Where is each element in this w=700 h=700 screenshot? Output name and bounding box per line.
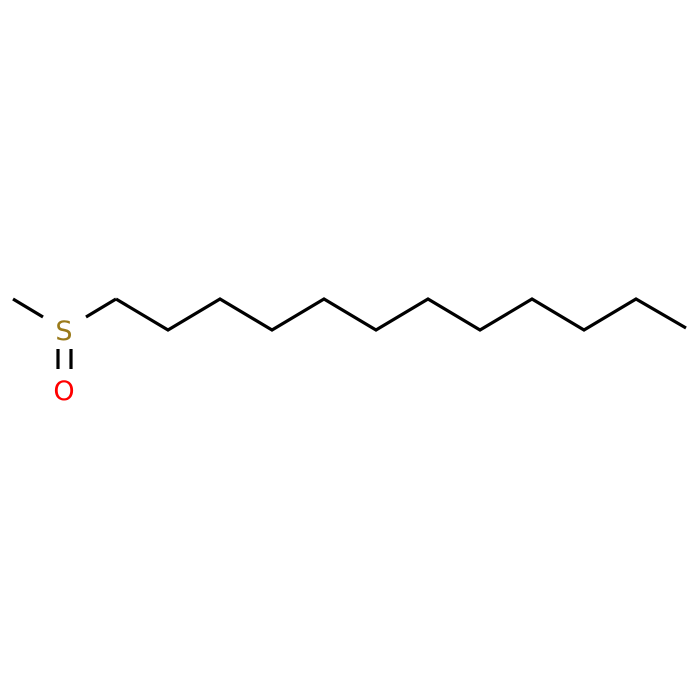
methyl-bond bbox=[12, 297, 44, 319]
alkyl-chain bbox=[115, 297, 687, 332]
sulfur-atom-label: S bbox=[55, 316, 72, 347]
sulfur-chain-bond bbox=[85, 297, 117, 319]
oxygen-atom-label: O bbox=[53, 376, 74, 407]
